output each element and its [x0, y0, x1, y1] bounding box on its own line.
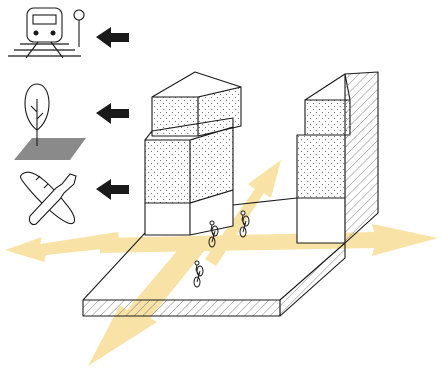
black-arrow-train: [96, 27, 129, 48]
slab-front-face: [82, 299, 281, 317]
cyclists: [193, 210, 250, 288]
train-icon: [8, 7, 85, 59]
flow-arrow-west: [5, 232, 120, 262]
bread-wine-icon: [19, 171, 77, 226]
cyclist-3: [193, 260, 204, 288]
building-left: [144, 71, 242, 236]
ground-slab: [82, 197, 346, 317]
black-arrow-tree: [96, 103, 129, 124]
slab-right-face: [279, 242, 346, 317]
cyclist-1: [208, 220, 219, 248]
legend-arrows: [96, 27, 129, 200]
cyclist-2: [239, 210, 250, 238]
building-right: [296, 71, 379, 244]
ground-shadow: [14, 138, 86, 160]
black-arrow-bread-wine: [96, 179, 129, 200]
tree-icon: [14, 83, 86, 160]
